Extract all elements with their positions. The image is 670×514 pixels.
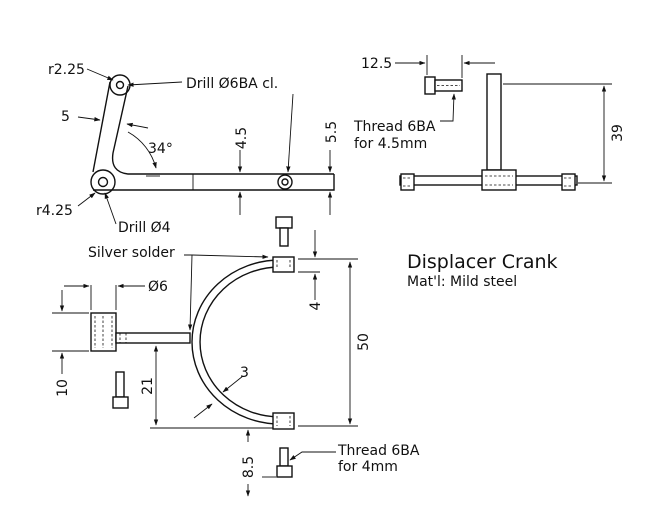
front-view: Silver solder Ø6 10 21 4 50 3	[52, 216, 420, 497]
thread-length-label-2: for 4mm	[338, 459, 398, 475]
bolt-head	[424, 76, 436, 95]
dim-3-label: 3	[240, 365, 249, 381]
top-boss	[272, 256, 295, 273]
lower-screw-shank	[279, 447, 289, 467]
large-boss	[90, 169, 116, 195]
stem	[115, 332, 191, 344]
thread-length-label: for 4.5mm	[354, 136, 427, 152]
arm-width-label: 5	[61, 109, 70, 125]
loop	[191, 259, 281, 425]
end-hole-inner	[281, 178, 289, 186]
dia-6-label: Ø6	[148, 279, 168, 295]
large-hole	[97, 176, 109, 188]
drill-small-label: Drill Ø6BA cl.	[186, 76, 278, 92]
dim-125-label: 12.5	[361, 56, 392, 72]
dim-50-label: 50	[356, 333, 372, 351]
left-screw-head	[112, 396, 129, 409]
vertical-arm	[486, 73, 502, 171]
r-small-label: r2.25	[48, 62, 85, 78]
thread-label: Thread 6BA	[353, 119, 436, 135]
dim-45-label: 4.5	[234, 127, 250, 149]
dim-39-label: 39	[610, 124, 626, 142]
end-boss-right	[561, 173, 576, 191]
bottom-boss	[272, 412, 295, 430]
r-large-label: r4.25	[36, 203, 73, 219]
end-boss-left	[400, 173, 415, 191]
thread-label-2: Thread 6BA	[337, 443, 420, 459]
angle-label: 34°	[148, 141, 173, 157]
central-boss	[481, 169, 517, 191]
small-boss	[109, 74, 131, 96]
dim-21-label: 21	[140, 377, 156, 395]
upper-screw-head	[275, 216, 293, 229]
silver-solder-label: Silver solder	[88, 245, 175, 261]
dim-4-label: 4	[308, 301, 324, 310]
side-view: 12.5 Thread 6BA for 4.5mm 39	[353, 55, 626, 191]
upper-screw-shank	[279, 227, 289, 247]
end-hole	[277, 174, 293, 190]
crank-arm-outline	[92, 81, 335, 191]
dim-10-label: 10	[55, 379, 71, 397]
drawing-title: Displacer Crank	[407, 251, 558, 273]
dim-55-label: 5.5	[324, 121, 340, 143]
material-label: Mat'l: Mild steel	[407, 274, 517, 290]
dim-85-label: 8.5	[241, 456, 257, 478]
drill-large-label: Drill Ø4	[118, 220, 171, 236]
crank-arm-view: r2.25 Drill Ø6BA cl. 5 34° r4.25 Drill Ø…	[36, 62, 340, 236]
small-hole	[115, 80, 125, 90]
lower-screw-head	[276, 465, 293, 478]
left-screw-shank	[115, 371, 125, 398]
